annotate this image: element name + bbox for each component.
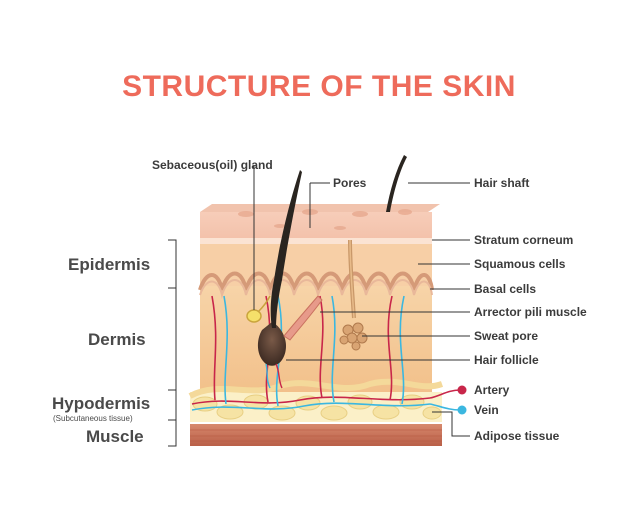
layer-brackets [168, 239, 177, 447]
dermal-papillae [198, 271, 434, 291]
muscle-layer [190, 424, 442, 446]
label-sweat-pore: Sweat pore [474, 329, 539, 343]
diagram-title: STRUCTURE OF THE SKIN [122, 70, 516, 103]
layer-hypodermis: Hypodermis [52, 394, 151, 413]
sweat-gland-coil [339, 322, 368, 351]
hair-shaft-left [270, 170, 302, 328]
leader-lines [253, 166, 470, 437]
stratum-corneum-layer [200, 212, 432, 240]
label-sebaceous-gland: Sebaceous(oil) gland [152, 158, 273, 172]
artery-end [457, 385, 467, 395]
vein-end [457, 405, 467, 415]
label-adipose-tissue: Adipose tissue [474, 429, 560, 443]
skin-top-surface [200, 204, 440, 212]
layer-muscle: Muscle [86, 427, 144, 446]
label-artery: Artery [474, 383, 510, 397]
label-hair-follicle: Hair follicle [474, 353, 539, 367]
label-pores: Pores [333, 176, 367, 190]
surface-dimples [238, 209, 412, 230]
hair-follicle [257, 322, 286, 366]
label-vein: Vein [474, 403, 499, 417]
layer-epidermis: Epidermis [68, 255, 151, 274]
label-squamous-cells: Squamous cells [474, 257, 566, 271]
label-arrector-pili: Arrector pili muscle [474, 305, 587, 319]
label-hair-shaft: Hair shaft [474, 176, 530, 190]
hair-shaft-right [386, 155, 407, 212]
layer-dermis: Dermis [88, 330, 146, 349]
label-basal-cells: Basal cells [474, 282, 537, 296]
label-stratum-corneum: Stratum corneum [474, 233, 574, 247]
arrector-pili-muscle [283, 295, 323, 341]
layer-hypodermis-sub: (Subcutaneous tissue) [53, 414, 133, 423]
